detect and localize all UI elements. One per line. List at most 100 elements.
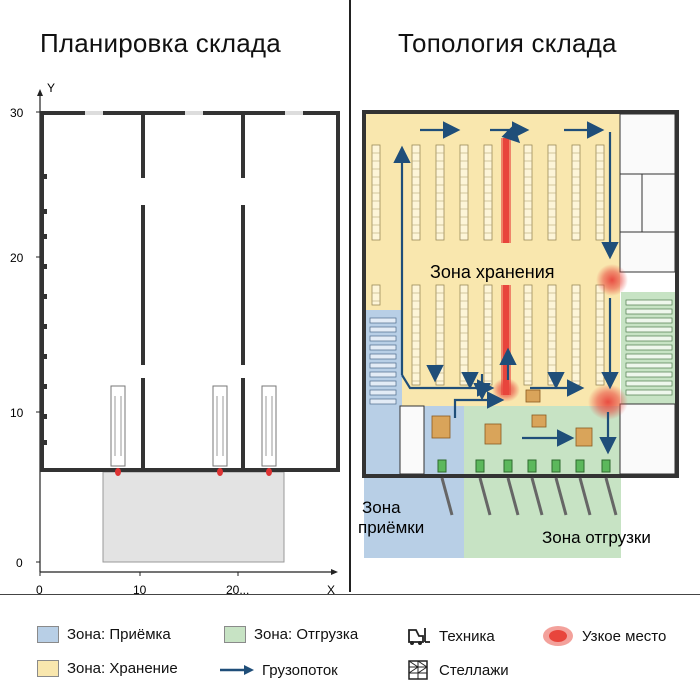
legend-item-storage: Зона: Хранение <box>37 660 178 677</box>
rack <box>371 144 381 241</box>
legend: Зона: Приёмка Зона: Отгрузка Техника Узк… <box>0 606 700 700</box>
shipping-rack <box>625 371 673 378</box>
panel-divider <box>349 0 351 592</box>
receiving-rack <box>369 317 397 324</box>
legend-item-receiving: Зона: Приёмка <box>37 626 171 643</box>
shipping-rack <box>625 308 673 315</box>
topology-map: Зона хранения Зона приёмки Зона отгрузки <box>358 110 679 558</box>
building-walls <box>40 111 340 472</box>
x-tick-label: 10 <box>133 583 147 597</box>
building-walls <box>362 110 679 478</box>
dock <box>527 459 544 516</box>
rack <box>547 144 557 241</box>
receiving-rack <box>369 335 397 342</box>
x-tick-label: 0 <box>36 583 43 597</box>
receiving-rack <box>369 362 397 369</box>
y-tick-label: 0 <box>16 556 23 570</box>
rack <box>595 284 605 386</box>
shipping-rack <box>625 353 673 360</box>
truck <box>261 385 277 476</box>
truck <box>110 385 126 476</box>
loading-yard <box>102 471 285 563</box>
shipping-rack <box>625 389 673 396</box>
storage-zone-label: Зона хранения <box>430 262 555 282</box>
rack <box>571 284 581 386</box>
shipping-rack <box>625 344 673 351</box>
shipping-rack <box>625 335 673 342</box>
shipping-rack <box>625 362 673 369</box>
shipping-swatch <box>224 626 246 643</box>
receiving-zone-label-1: Зона <box>362 498 401 517</box>
legend-label: Зона: Отгрузка <box>254 626 359 643</box>
dock <box>601 459 618 516</box>
legend-item-shipping: Зона: Отгрузка <box>224 626 358 643</box>
legend-label: Грузопоток <box>262 661 338 679</box>
legend-label: Техника <box>439 627 495 645</box>
rack <box>459 144 469 241</box>
window <box>285 111 303 115</box>
shipping-rack <box>625 380 673 387</box>
receiving-rack <box>369 380 397 387</box>
dock <box>503 459 520 516</box>
legend-label: Зона: Приёмка <box>67 626 171 643</box>
truck <box>212 385 228 476</box>
legend-item-racks: Стеллажи <box>405 660 509 680</box>
storage-swatch <box>37 660 59 677</box>
left-panel-title: Планировка склада <box>40 28 281 58</box>
receiving-rack <box>369 371 397 378</box>
receiving-rack <box>369 353 397 360</box>
cargo-flow <box>393 121 619 455</box>
right-panel-title: Топология склада <box>398 28 617 58</box>
rack-icon <box>405 660 431 680</box>
dock-doors <box>437 459 618 516</box>
floor-plan: Y X 0 10 20 30 0 10 20... <box>10 81 340 597</box>
dock <box>575 459 592 516</box>
rack <box>459 284 469 386</box>
rack <box>371 284 381 306</box>
office-block <box>399 113 676 475</box>
legend-item-equipment: Техника <box>405 626 495 646</box>
rack <box>483 144 493 241</box>
shipping-zone-label: Зона отгрузки <box>542 528 651 547</box>
shipping-rack <box>625 299 673 306</box>
shipping-rack <box>625 317 673 324</box>
legend-label: Стеллажи <box>439 661 509 679</box>
legend-separator <box>0 594 700 595</box>
y-tick-label: 20 <box>10 251 24 265</box>
rack <box>571 144 581 241</box>
rack <box>547 284 557 386</box>
receiving-rack <box>369 398 397 405</box>
x-axis-label: X <box>327 583 335 597</box>
rack <box>483 284 493 386</box>
bottleneck-markers <box>492 138 628 420</box>
rack <box>523 144 533 241</box>
y-ticks: 0 10 20 30 <box>10 106 40 570</box>
legend-label: Зона: Хранение <box>67 660 178 677</box>
rack <box>435 144 445 241</box>
y-axis-label: Y <box>47 81 55 95</box>
window <box>85 111 103 115</box>
rack <box>411 144 421 241</box>
rack <box>411 284 421 386</box>
storage-racks <box>369 144 673 405</box>
dock <box>437 459 454 516</box>
bottleneck-icon <box>542 626 574 646</box>
receiving-rack <box>369 344 397 351</box>
legend-label: Узкое место <box>582 627 667 645</box>
receiving-rack <box>369 389 397 396</box>
y-axis-arrow <box>37 89 43 96</box>
x-tick-label: 20... <box>226 583 249 597</box>
x-axis-arrow <box>331 569 338 575</box>
interior-columns <box>141 115 245 468</box>
x-ticks: 0 10 20... <box>36 572 249 597</box>
legend-item-flow: Грузопоток <box>220 660 338 680</box>
flow-arrow-icon <box>220 660 254 680</box>
pallet-stacks <box>431 389 593 447</box>
receiving-zone-label-2: приёмки <box>358 518 424 537</box>
receiving-rack <box>369 326 397 333</box>
shipping-rack <box>625 326 673 333</box>
dock <box>475 459 492 516</box>
rack <box>523 284 533 386</box>
y-tick-label: 30 <box>10 106 24 120</box>
